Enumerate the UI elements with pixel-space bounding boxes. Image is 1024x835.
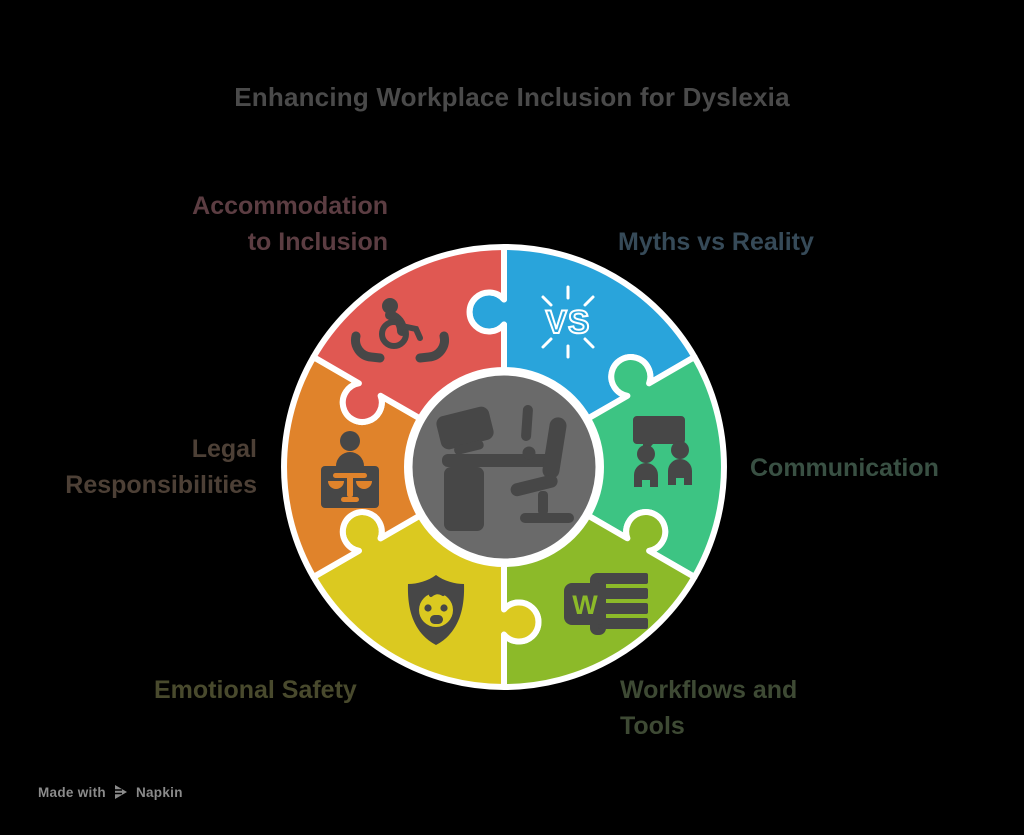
people-speech-bubble-icon <box>633 416 692 487</box>
label-accommodation-inclusion: Accommodation to Inclusion <box>192 192 388 256</box>
center-hub <box>407 370 601 564</box>
label-emotional-safety: Emotional Safety <box>154 676 357 704</box>
person-with-scales-icon <box>321 431 379 508</box>
shield-child-face-icon <box>407 575 465 645</box>
wheelchair-care-hands-icon <box>351 298 449 363</box>
word-document-icon: W <box>564 573 648 635</box>
label-myths-vs-reality: Myths vs Reality <box>618 228 814 256</box>
vs-rays <box>541 285 595 359</box>
napkin-logo-icon <box>114 785 127 799</box>
label-communication: Communication <box>750 454 939 482</box>
attribution: Made with Napkin <box>38 784 183 800</box>
label-legal-responsibilities: Legal Responsibilities <box>65 435 257 499</box>
vs-comparison-icon: VS <box>541 285 595 359</box>
workspace-desk-icon <box>436 405 574 531</box>
word-letter: W <box>572 590 598 620</box>
brand-text: Napkin <box>135 784 183 800</box>
made-with-text: Made with <box>38 784 106 800</box>
vs-text: VS <box>546 304 591 340</box>
page-title: Enhancing Workplace Inclusion for Dyslex… <box>234 82 790 112</box>
label-workflows-and-tools: Workflows and Tools <box>620 676 798 740</box>
